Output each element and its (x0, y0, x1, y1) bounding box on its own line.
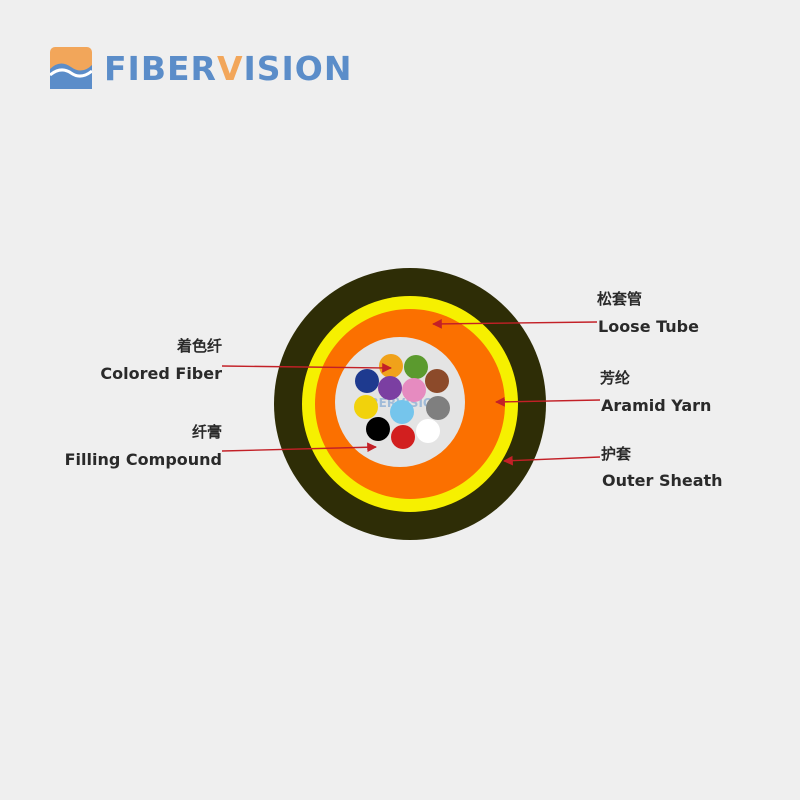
arrow-aramid-yarn (495, 396, 601, 407)
colored-fiber (378, 376, 402, 400)
loose-tube-label-zh: 松套管 (597, 290, 643, 308)
loose-tube-label-en: Loose Tube (598, 317, 699, 336)
colored-fiber (404, 355, 428, 379)
pointer-arrows (221, 318, 601, 466)
filling-compound-label-zh: 纤膏 (191, 423, 222, 441)
colored-fiber (354, 395, 378, 419)
wave-logo-icon (50, 47, 92, 89)
colored-fiber (425, 369, 449, 393)
colored-fiber (390, 400, 414, 424)
outer-sheath-label-zh: 护套 (601, 445, 632, 463)
colored-fiber-bundle (354, 354, 450, 449)
colored-fiber (366, 417, 390, 441)
colored-fiber (355, 369, 379, 393)
arrow-colored-fiber (221, 362, 392, 373)
arrow-filling-compound (221, 442, 377, 453)
colored-fiber (426, 396, 450, 420)
colored-fiber-label-en: Colored Fiber (100, 364, 222, 383)
colored-fiber (391, 425, 415, 449)
arrow-loose-tube (432, 318, 598, 329)
colored-fiber (416, 419, 440, 443)
aramid-yarn-label-zh: 芳纶 (600, 369, 631, 387)
arrow-outer-sheath (503, 455, 601, 466)
outer-sheath-label-en: Outer Sheath (602, 471, 723, 490)
colored-fiber (402, 378, 426, 402)
colored-fiber (379, 354, 403, 378)
filling-compound-label-en: Filling Compound (64, 450, 222, 469)
brand-name: FIBERVISION (104, 48, 353, 88)
colored-fiber-label-zh: 着色纤 (176, 337, 222, 355)
brand-logo: FIBERVISION (50, 47, 352, 89)
aramid-yarn-label-en: Aramid Yarn (601, 396, 712, 415)
